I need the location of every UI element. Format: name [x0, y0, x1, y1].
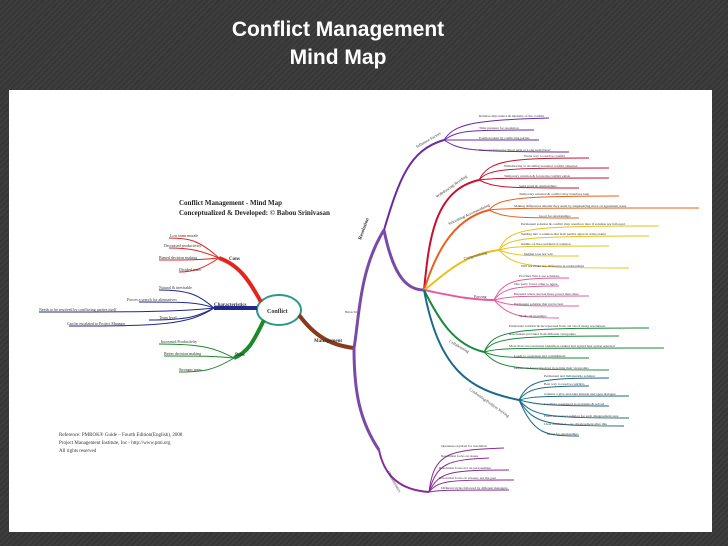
- characteristics-item: Natural & inevitable: [159, 285, 192, 290]
- withdrawing-item: Send goals & relationships: [519, 184, 557, 188]
- forcing-branch: [423, 289, 495, 301]
- center-sub-label: Babou Srini: [345, 310, 360, 314]
- withdrawing-branch: [423, 179, 480, 291]
- confronting-item: Best way to resolve conflicts: [544, 382, 585, 386]
- forcing-item: Happens when one has more power than oth…: [514, 292, 580, 296]
- compromising-item: Neither lose nor win: [524, 252, 553, 256]
- characteristics-item: Needs to be resolved by conflicting part…: [39, 307, 117, 312]
- smoothing-item: Making differences smaller they seem by …: [514, 204, 627, 208]
- influence-item: Time pressure for resolution: [479, 126, 519, 130]
- slide-title-line2: Mind Map: [289, 46, 387, 69]
- compromising-item: Will not make any difference in relation…: [521, 264, 585, 268]
- withdrawing-item: Withdrawing or Avoiding potential confli…: [504, 164, 578, 168]
- mind-map-image: Conflict Management - Mind Map Conceptua…: [9, 90, 712, 532]
- compromising-item: Settling into a solution that both parti…: [521, 232, 606, 236]
- smoothing-branch: [423, 209, 490, 291]
- pros-item: Increased Productivity: [161, 339, 197, 344]
- compromising-branch: [423, 249, 500, 291]
- reference-line3: All rights reserved: [59, 449, 97, 454]
- confronting-item: requires a give-and-take attitude and op…: [544, 392, 616, 396]
- characteristics2-label: Characteristics: [386, 470, 402, 493]
- characteristics2-item: Resolution focus not on personalities: [439, 466, 492, 470]
- withdrawing-item: Worst way to resolve conflict: [524, 154, 565, 158]
- pros-item: Stronger team: [179, 367, 202, 372]
- confronting-item: Clear resolution -- no disagreement afte…: [544, 422, 607, 426]
- cons-item: Biased decision making: [159, 255, 197, 260]
- confronting-branch: [423, 289, 520, 401]
- confronting-item: Finds out correct solution for each disa…: [544, 414, 619, 418]
- forcing-item: Provides Win-Lose solutions: [519, 274, 560, 278]
- resolution-trunk: [352, 229, 386, 349]
- pros-branch: [233, 319, 266, 360]
- pros-item: Better decision making: [164, 351, 201, 356]
- cons-item: Decreased productivity: [164, 243, 201, 248]
- resolution-label: Resolution: [358, 217, 371, 240]
- characteristics-label: Characteristics: [214, 303, 247, 308]
- confronting-item: Permanent and indisputable solution: [544, 374, 595, 378]
- forcing-item: One party forces other to agree: [514, 282, 558, 286]
- forcing-item: Spoils relationships: [519, 314, 547, 318]
- forcing-item: Permanent solution that not be best: [514, 302, 563, 306]
- characteristics-item: Forces a search for alternatives: [127, 297, 177, 302]
- characteristics-item: Can be escalated to Project Manager: [67, 321, 126, 326]
- mind-map-diagram: Conflict Management - Mind Map Conceptua…: [38, 114, 700, 493]
- forcing-label: Forcing: [474, 294, 486, 299]
- management-branch: [297, 313, 355, 350]
- characteristics2-item: Openness required for resolution: [441, 444, 487, 448]
- confronting-item: Good for relationships: [547, 432, 579, 436]
- management-label: Management: [314, 339, 342, 344]
- smoothing-item: Temporary solution & conflict may resurf…: [519, 192, 590, 196]
- reference-line2: Project Management Institute, Inc - http…: [59, 441, 171, 446]
- center-label: Conflict: [267, 309, 288, 315]
- cons-branch: [218, 256, 263, 303]
- slide-title: Conflict Management Mind Map: [0, 16, 676, 72]
- influence-item: Short resolution for Short term or Long …: [479, 148, 551, 152]
- characteristics-item: Team level: [159, 315, 177, 320]
- characteristics2-item: Resolution focus on issues: [441, 454, 479, 458]
- collaborating-branch: [423, 289, 485, 353]
- collaborating-item: Depicts an honor involved in getting the…: [514, 366, 589, 370]
- collaborating-item: Leads to consensus and commitment: [514, 354, 566, 358]
- slide-title-line1: Conflict Management: [231, 18, 445, 41]
- influence-item: Position taken by conflicting parties: [479, 136, 530, 140]
- collaborating-item: Permanent solution & incorporated from o…: [509, 324, 606, 328]
- characteristics2-item: Resolution focus on present, not the pas…: [439, 476, 496, 481]
- collaborating-item: Resolutions provided from different view…: [509, 332, 576, 336]
- reference-line1: Reference: PMBOK® Guide – Fourth Edition…: [59, 433, 183, 438]
- confronting-item: Conflicts considered as problems & solve…: [544, 402, 604, 406]
- cons-item: Low team morale: [170, 233, 198, 238]
- reference-note: Reference: PMBOK® Guide – Fourth Edition…: [59, 432, 182, 456]
- influence-branch: [383, 139, 445, 231]
- smoothing-item: Good for relationships: [539, 214, 571, 218]
- withdrawing-item: Temporary solution & forces the conflict…: [504, 174, 571, 178]
- smoothing-label: Smoothing/Accommodating: [447, 202, 490, 226]
- compromising-item: middle-of-the-road kind of solution: [521, 242, 571, 246]
- cons-label: Cons: [229, 257, 240, 262]
- map-heading-line1: Conflict Management - Mind Map: [179, 199, 282, 207]
- characteristics2-branch: [378, 449, 430, 493]
- cons-item: Divided team: [179, 267, 202, 272]
- pros-label: Pros: [235, 353, 245, 358]
- map-heading-line2: Conceptualized & Developed: © Babou Srin…: [179, 209, 330, 217]
- characteristics2-item: Different styles followed by different m…: [441, 486, 508, 490]
- compromising-item: Permanent solution & conflict may resurf…: [521, 222, 625, 226]
- collaborating-item: More than one resolution identified, ran…: [509, 344, 615, 349]
- compromising-label: Compromising: [463, 250, 487, 261]
- influence-item: Relative importance & intensity of the c…: [479, 114, 544, 118]
